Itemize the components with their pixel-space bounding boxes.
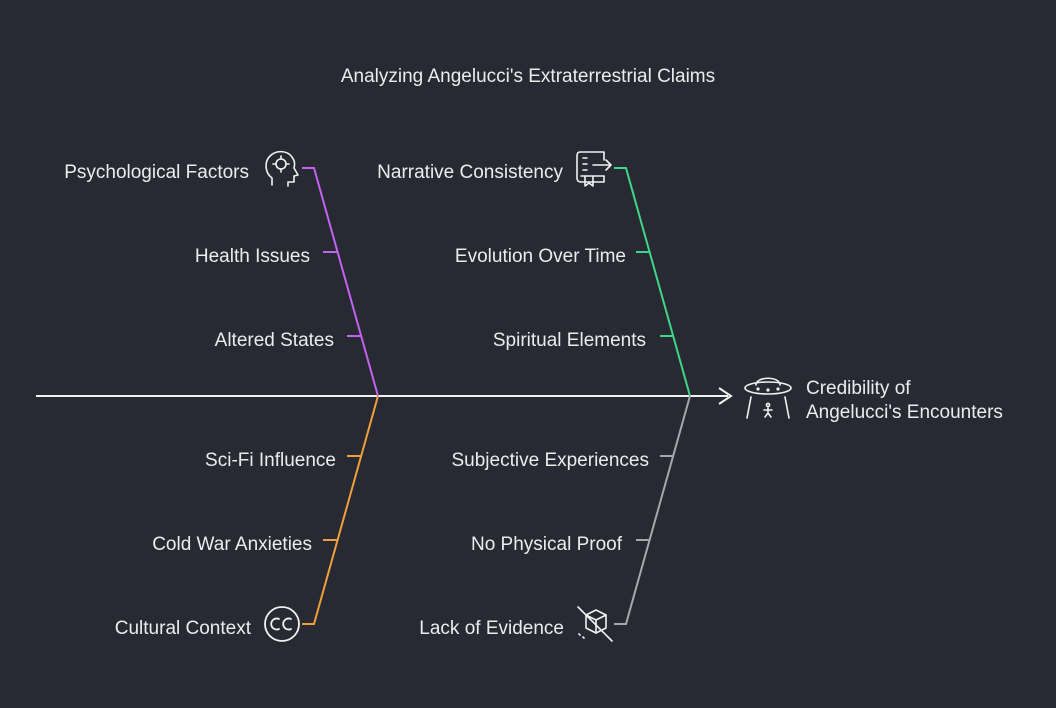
bone-cultural [302,395,379,625]
cause-no-physical-proof: No Physical Proof [470,534,622,555]
no-cube-icon [577,606,613,642]
category-label-psychological: Psychological Factors [64,162,249,183]
cause-evolution-over-time: Evolution Over Time [454,246,626,267]
cause-altered-states: Altered States [214,330,334,351]
cause-health-issues: Health Issues [194,246,310,267]
cc-icon [264,606,300,642]
cause-cold-war-anxieties: Cold War Anxieties [152,534,312,555]
effect-label-line1: Credibility of [806,378,911,399]
ufo-icon [744,377,792,419]
category-label-narrative: Narrative Consistency [377,162,563,183]
diagram-title: Analyzing Angelucci's Extraterrestrial C… [340,66,716,87]
category-label-evidence: Lack of Evidence [419,618,564,639]
cause-subjective-experiences: Subjective Experiences [451,450,650,471]
bone-psychological [302,167,379,397]
cause-spiritual-elements: Spiritual Elements [492,330,646,351]
document-arrow-icon [576,151,612,187]
bone-narrative [614,167,691,397]
category-label-cultural: Cultural Context [114,618,251,639]
effect-label-line2: Angelucci's Encounters [806,402,1003,423]
bone-evidence [614,395,691,625]
cause-scifi-influence: Sci-Fi Influence [205,450,336,471]
spine-arrowhead [718,387,733,405]
head-mind-icon [265,150,299,187]
effect-label: Credibility of Angelucci's Encounters [806,377,1003,425]
